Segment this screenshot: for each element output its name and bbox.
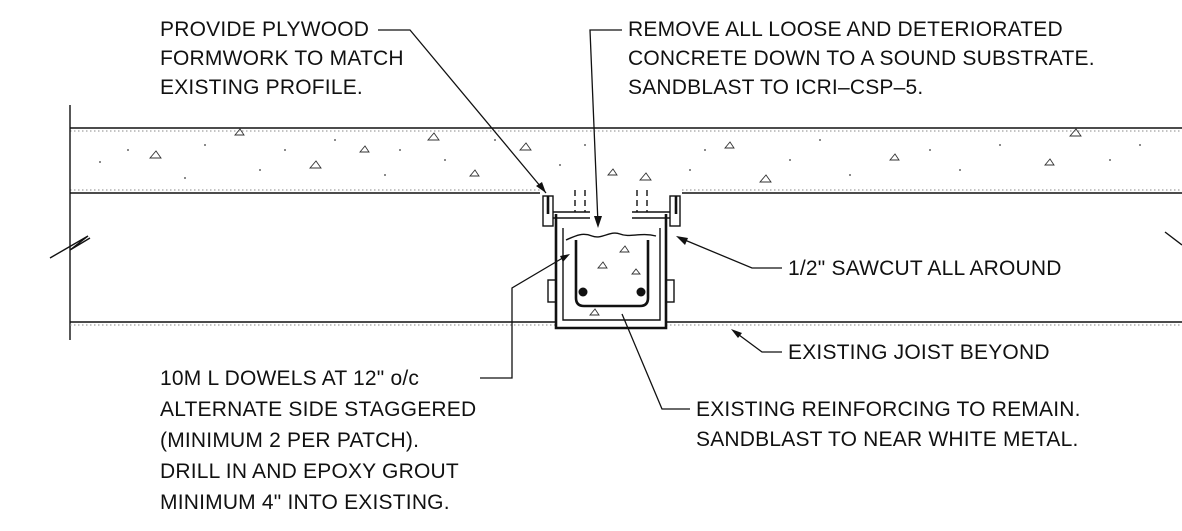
concrete-aggregate-marks (149, 128, 1082, 183)
note-reinforcing-line-1: EXISTING REINFORCING TO REMAIN. (696, 398, 1081, 421)
note-remove-line-2: CONCRETE DOWN TO A SOUND SUBSTRATE. (628, 47, 1095, 70)
note-formwork-line-1: PROVIDE PLYWOOD (160, 18, 369, 41)
note-dowels-line-3: (MINIMUM 2 PER PATCH). (160, 429, 419, 452)
note-sawcut: 1/2" SAWCUT ALL AROUND (788, 257, 1062, 280)
note-formwork: PROVIDE PLYWOOD FORMWORK TO MATCH EXISTI… (160, 18, 404, 99)
note-remove-line-1: REMOVE ALL LOOSE AND DETERIORATED (628, 18, 1063, 41)
note-formwork-line-3: EXISTING PROFILE. (160, 76, 363, 99)
note-sawcut-line-1: 1/2" SAWCUT ALL AROUND (788, 257, 1062, 280)
note-dowels-line-1: 10M L DOWELS AT 12" o/c (160, 367, 419, 390)
note-reinforcing-line-2: SANDBLAST TO NEAR WHITE METAL. (696, 428, 1079, 451)
note-reinforcing: EXISTING REINFORCING TO REMAIN. SANDBLAS… (696, 398, 1081, 451)
concrete-stipple (99, 139, 1141, 179)
note-dowels-line-5: MINIMUM 4" INTO EXISTING. (160, 491, 450, 514)
note-remove: REMOVE ALL LOOSE AND DETERIORATED CONCRE… (628, 18, 1095, 99)
note-joist: EXISTING JOIST BEYOND (788, 341, 1050, 364)
note-dowels-line-2: ALTERNATE SIDE STAGGERED (160, 398, 476, 421)
note-joist-line-1: EXISTING JOIST BEYOND (788, 341, 1050, 364)
note-formwork-line-2: FORMWORK TO MATCH (160, 47, 404, 70)
note-dowels-line-4: DRILL IN AND EPOXY GROUT (160, 460, 459, 483)
leader-lines (378, 29, 782, 410)
existing-joist (49, 231, 1182, 326)
note-dowels: 10M L DOWELS AT 12" o/c ALTERNATE SIDE S… (160, 367, 476, 514)
concrete-slab (69, 105, 1182, 340)
note-remove-line-3: SANDBLAST TO ICRI–CSP–5. (628, 76, 923, 99)
repair-patch (542, 190, 681, 330)
